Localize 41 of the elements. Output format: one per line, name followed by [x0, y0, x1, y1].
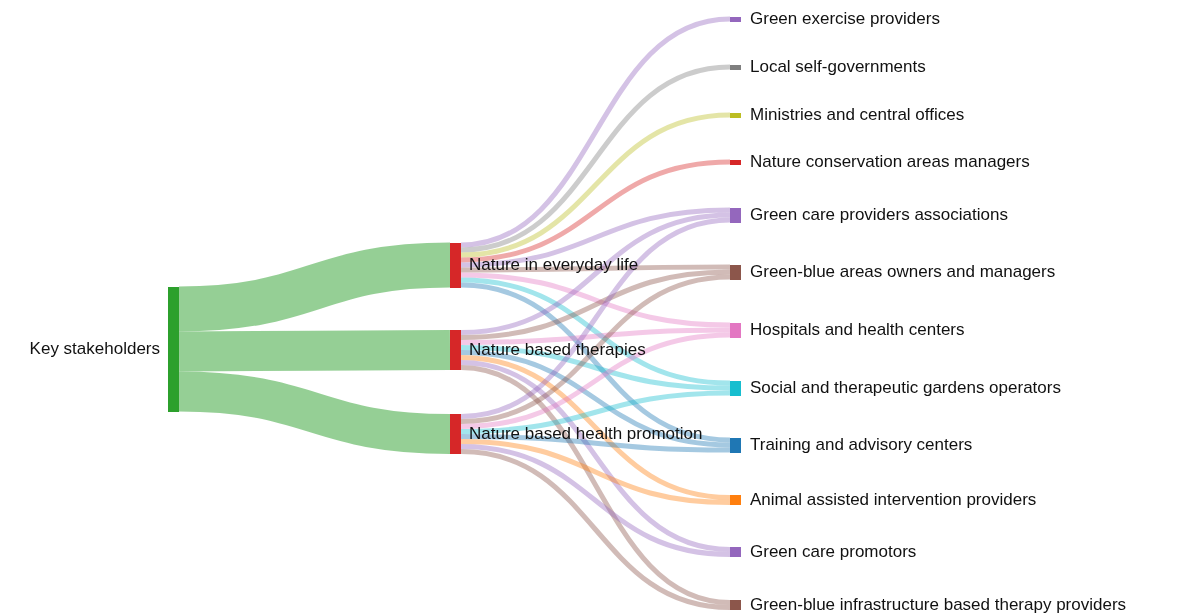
flow-link [460, 112, 731, 258]
flow-link [460, 449, 731, 610]
flow-link [460, 16, 731, 248]
flow-link [460, 217, 731, 419]
flow-link [460, 277, 731, 386]
node-label: Nature based health promotion [469, 424, 703, 444]
flow-link [460, 272, 731, 328]
flow-link [460, 282, 731, 443]
flow-link [460, 64, 731, 253]
flow-link [460, 269, 731, 340]
flow-link [460, 274, 731, 424]
node-label: Green-blue areas owners and managers [750, 262, 1056, 282]
flow-link [460, 350, 731, 448]
node-label: Training and advisory centers [750, 435, 973, 455]
flow-link [461, 327, 730, 345]
flow-link [460, 434, 731, 453]
flow-link [460, 390, 731, 434]
node-label: Nature conservation areas managers [750, 152, 1030, 172]
flow-link [461, 264, 730, 273]
node-label: Hospitals and health centers [750, 320, 965, 340]
flow-link [460, 355, 731, 500]
node-label: Local self-governments [750, 57, 926, 77]
node-label: Nature in everyday life [469, 255, 639, 275]
flow-link [460, 365, 731, 605]
flow-link [460, 439, 731, 505]
flow-link [460, 332, 731, 429]
node-label: Ministries and central offices [750, 105, 965, 125]
node-label: Green care providers associations [750, 205, 1008, 225]
node-label: Social and therapeutic gardens operators [750, 378, 1061, 398]
node-label: Nature based therapies [469, 340, 646, 360]
node-label: Animal assisted intervention providers [750, 490, 1037, 510]
flow-link [460, 345, 731, 391]
flow-link [460, 360, 731, 552]
node-label: Key stakeholders [29, 339, 160, 359]
node-label: Green care promotors [750, 542, 917, 562]
flow-link [460, 212, 731, 335]
flow-link [460, 444, 731, 557]
node-label: Green exercise providers [750, 9, 940, 29]
node-label: Green-blue infrastructure based therapy providers [750, 595, 1127, 615]
flow-link [460, 207, 731, 268]
flow-link [460, 159, 731, 263]
